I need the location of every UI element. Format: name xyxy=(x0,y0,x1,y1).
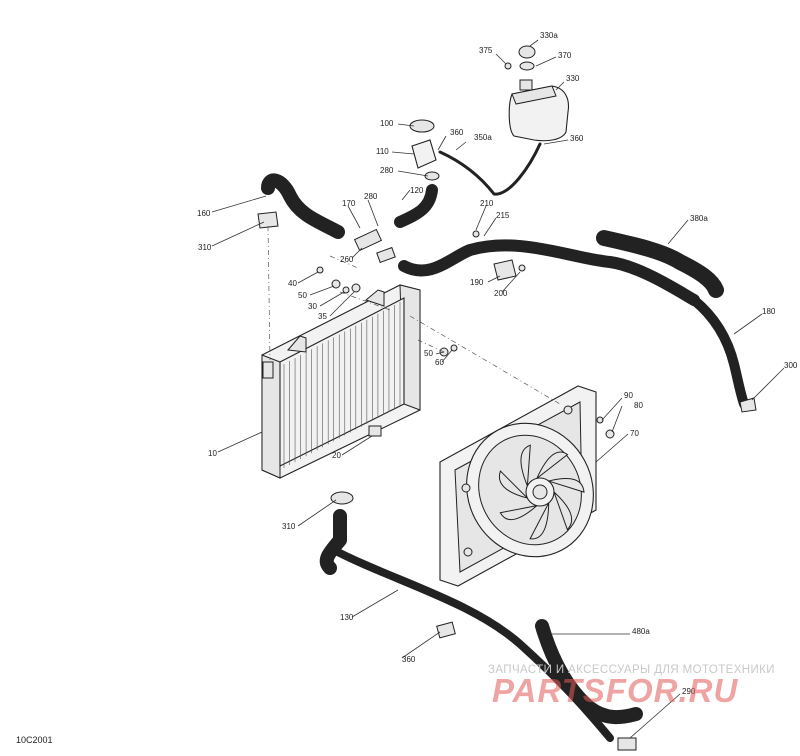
callout-350a: 350a xyxy=(474,133,492,142)
callout-130: 130 xyxy=(340,613,354,622)
fan-blade xyxy=(520,444,531,487)
fan-shroud-part xyxy=(439,385,597,587)
callout-35: 35 xyxy=(318,312,327,321)
callout-160: 160 xyxy=(197,209,211,218)
callout-50-a: 50 xyxy=(298,291,307,300)
callout-110: 110 xyxy=(376,147,389,156)
callout-280-b: 280 xyxy=(364,192,378,201)
hose-260-connector xyxy=(353,228,396,264)
fan-blade xyxy=(498,470,530,500)
hose-380a xyxy=(596,230,724,298)
callout-330a: 330a xyxy=(540,31,558,40)
callout-310-a: 310 xyxy=(198,243,212,252)
callout-180: 180 xyxy=(762,307,776,316)
callout-40: 40 xyxy=(288,279,297,288)
long-hose-to-380a xyxy=(398,239,700,306)
assembly-dash-lines xyxy=(267,225,561,405)
expansion-tank-330 xyxy=(504,45,570,142)
fan-blade xyxy=(499,504,539,521)
callout-30: 30 xyxy=(308,302,317,311)
callout-260: 260 xyxy=(340,255,354,264)
callout-190: 190 xyxy=(470,278,484,287)
callout-360-b: 360 xyxy=(570,134,584,143)
overflow-hose-350a xyxy=(438,142,542,196)
radiator-part xyxy=(261,284,421,479)
callout-380a: 380a xyxy=(690,214,708,223)
watermark-caption: ЗАПЧАСТИ И АКСЕССУАРЫ ДЛЯ МОТОТЕХНИКИ xyxy=(488,664,775,676)
watermark-logo: PARTSFOR.RU xyxy=(492,672,738,709)
callout-370: 370 xyxy=(558,51,572,60)
fan-blade xyxy=(553,491,573,531)
callout-360-c: 360 xyxy=(402,655,416,664)
fan-blade xyxy=(546,478,585,493)
upper-hose-160 xyxy=(261,173,345,239)
watermark-logo-text: PARTSFOR.RU xyxy=(492,672,738,709)
callout-90: 90 xyxy=(624,391,633,400)
fan-blade xyxy=(536,451,569,479)
callout-170: 170 xyxy=(342,199,356,208)
callout-375: 375 xyxy=(479,46,493,55)
callout-80: 80 xyxy=(634,401,643,410)
fan-blade xyxy=(529,502,550,540)
callout-210: 210 xyxy=(480,199,494,208)
callout-360-a: 360 xyxy=(450,128,464,137)
leader-lines xyxy=(211,39,785,739)
hose-180 xyxy=(689,295,749,409)
callout-330: 330 xyxy=(566,74,580,83)
callout-50-b: 50 xyxy=(424,349,433,358)
callout-100: 100 xyxy=(380,119,394,128)
callout-290: 290 xyxy=(682,687,696,696)
callout-20: 20 xyxy=(332,451,341,460)
callout-280-a: 280 xyxy=(380,166,394,175)
callout-120: 120 xyxy=(410,186,424,195)
small-fittings xyxy=(257,211,757,751)
callout-60: 60 xyxy=(435,358,444,367)
drawing-code: 10C2001 xyxy=(16,735,53,745)
hose-120 xyxy=(394,184,438,228)
callout-480a: 480a xyxy=(632,627,650,636)
hose-480a xyxy=(535,619,643,725)
callout-10: 10 xyxy=(208,449,217,458)
callout-200: 200 xyxy=(494,289,508,298)
callout-300: 300 xyxy=(784,361,798,370)
callout-labels: 330a 375 370 330 100 360 350a 360 110 28… xyxy=(197,31,798,696)
callout-310-b: 310 xyxy=(282,522,296,531)
callout-70: 70 xyxy=(630,429,639,438)
thermostat-housing-110 xyxy=(409,119,440,181)
callout-215: 215 xyxy=(496,211,510,220)
